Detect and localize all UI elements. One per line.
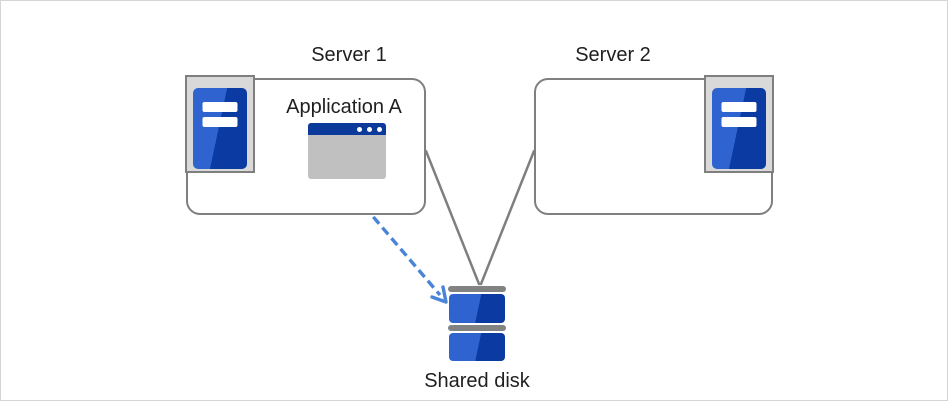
tower-slot-bar: [202, 102, 238, 112]
tower-slot-bar: [721, 117, 757, 127]
disk-platter: [449, 333, 505, 361]
window-dot-icon: [357, 126, 362, 132]
disk-lid: [448, 286, 506, 292]
server-tower-body: [193, 88, 247, 169]
connector-line-server1-to-disk: [424, 149, 481, 286]
window-dot-icon: [377, 126, 382, 132]
window-titlebar: [308, 123, 386, 135]
window-dot-icon: [367, 126, 372, 132]
shared-disk-icon: [448, 286, 506, 361]
tower-slot-bar: [721, 102, 757, 112]
disk-platter: [449, 294, 505, 323]
server1-label: Server 1: [311, 44, 387, 66]
dashed-arrow-head-icon: [430, 285, 448, 304]
server-tower-body: [712, 88, 766, 169]
server2-label: Server 2: [575, 44, 651, 66]
shared-disk-label: Shared disk: [424, 370, 530, 392]
server1-tower-icon: [185, 75, 255, 173]
server2-tower-icon: [704, 75, 774, 173]
connector-line-server2-to-disk: [479, 149, 536, 286]
tower-slot-bar: [202, 117, 238, 127]
disk-lid: [448, 325, 506, 331]
window-body: [308, 135, 386, 179]
application-label: Application A: [286, 96, 402, 118]
application-window-icon: [308, 123, 386, 179]
